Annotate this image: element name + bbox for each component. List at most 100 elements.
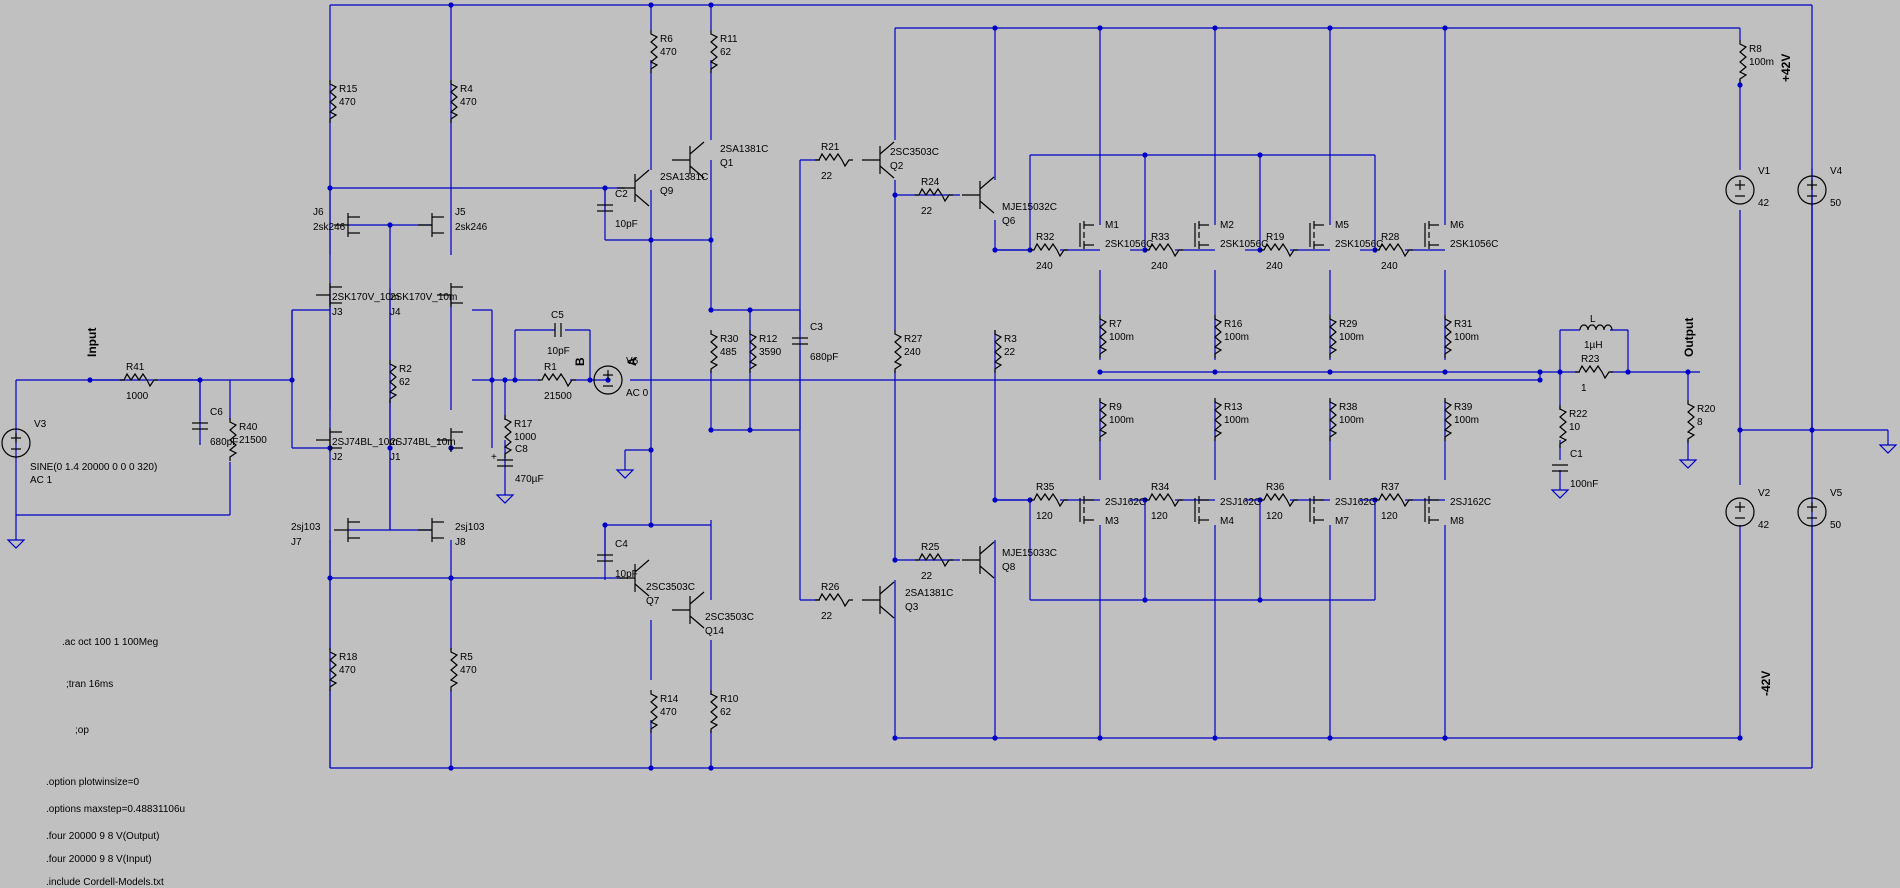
- capacitor-c1-ref: C1: [1570, 449, 1583, 460]
- ground-c8: [495, 494, 515, 504]
- resistor-r4[interactable]: [449, 80, 459, 123]
- mosfet-m4-ref: M4: [1220, 516, 1234, 527]
- mosfet-m8-ref: M8: [1450, 516, 1464, 527]
- resistor-r11[interactable]: [709, 30, 719, 73]
- resistor-r38-ref: R38: [1339, 402, 1358, 413]
- resistor-r7[interactable]: [1098, 315, 1108, 358]
- jfet-j7-model: 2sj103: [291, 522, 321, 533]
- capacitor-c4-ref: C4: [615, 539, 628, 550]
- resistor-r17-value: 1000: [514, 432, 537, 443]
- resistor-r30[interactable]: [709, 330, 719, 373]
- resistor-r5-value: 470: [460, 665, 477, 676]
- resistor-r16[interactable]: [1213, 315, 1223, 358]
- capacitor-c4-value: 10pF: [615, 569, 638, 580]
- capacitor-c8-plus: +: [491, 452, 497, 463]
- capacitor-c6-ref: C6: [210, 407, 223, 418]
- resistor-r35[interactable]: [1030, 492, 1068, 508]
- junction-dots: [87, 2, 1815, 771]
- resistor-r24[interactable]: [915, 187, 953, 203]
- net-label-minus42v: -42V: [1759, 671, 1773, 696]
- resistor-r3-value: 22: [1004, 347, 1016, 358]
- resistor-r4-value: 470: [460, 97, 477, 108]
- wires: [15, 4, 1889, 769]
- mosfet-m5-model: 2SK1056C: [1335, 239, 1383, 250]
- source-v3-line2: AC 1: [30, 475, 53, 486]
- mosfet-m2-ref: M2: [1220, 220, 1234, 231]
- resistor-r34[interactable]: [1145, 492, 1183, 508]
- ground-mid: [615, 469, 635, 479]
- resistor-r9-ref: R9: [1109, 402, 1122, 413]
- resistor-r27[interactable]: [893, 330, 903, 373]
- resistor-r27-ref: R27: [904, 334, 923, 345]
- net-label-output: Output: [1682, 318, 1696, 357]
- resistor-r13[interactable]: [1213, 398, 1223, 441]
- resistor-r34-ref: R34: [1151, 482, 1170, 493]
- resistor-r1[interactable]: [538, 372, 576, 388]
- resistor-r3-ref: R3: [1004, 334, 1017, 345]
- resistor-r19-ref: R19: [1266, 232, 1285, 243]
- source-v3[interactable]: [1, 428, 31, 458]
- mosfet-m6-model: 2SK1056C: [1450, 239, 1498, 250]
- resistor-r23[interactable]: [1575, 364, 1613, 380]
- resistor-r21[interactable]: [815, 152, 853, 168]
- resistor-r19[interactable]: [1260, 242, 1298, 258]
- resistor-r23-ref: R23: [1581, 354, 1600, 365]
- bjt-q7-model: 2SC3503C: [646, 582, 695, 593]
- source-v6[interactable]: [593, 365, 623, 395]
- resistor-r40[interactable]: [228, 418, 238, 461]
- resistor-r6-ref: R6: [660, 34, 673, 45]
- resistor-r9[interactable]: [1098, 398, 1108, 441]
- source-v1-ref: V1: [1758, 166, 1771, 177]
- resistor-r31-value: 100m: [1454, 332, 1479, 343]
- bjt-q6-model: MJE15032C: [1002, 202, 1057, 213]
- jfet-j7-ref: J7: [291, 537, 302, 548]
- resistor-r29-ref: R29: [1339, 319, 1358, 330]
- inductor-l[interactable]: [1579, 324, 1613, 331]
- source-v5[interactable]: [1797, 497, 1827, 527]
- source-v4[interactable]: [1797, 175, 1827, 205]
- resistor-r38[interactable]: [1328, 398, 1338, 441]
- ground-r20: [1678, 459, 1698, 469]
- jfet-j8-ref: J8: [455, 537, 466, 548]
- resistor-r26[interactable]: [815, 592, 853, 608]
- resistor-r12[interactable]: [748, 330, 758, 373]
- resistor-r1-ref: R1: [544, 362, 557, 373]
- resistor-r18[interactable]: [328, 648, 338, 691]
- resistor-r20[interactable]: [1686, 400, 1696, 443]
- source-v1[interactable]: [1725, 175, 1755, 205]
- resistor-r33-value: 240: [1151, 261, 1168, 272]
- resistor-r17-ref: R17: [514, 419, 533, 430]
- resistor-r32-value: 240: [1036, 261, 1053, 272]
- source-v2[interactable]: [1725, 497, 1755, 527]
- resistor-r22[interactable]: [1558, 405, 1568, 448]
- resistor-r33[interactable]: [1145, 242, 1183, 258]
- resistor-r14[interactable]: [649, 690, 659, 733]
- bjt-q14-ref: Q14: [705, 626, 724, 637]
- source-v1-value: 42: [1758, 198, 1770, 209]
- resistor-r25[interactable]: [915, 552, 953, 568]
- resistor-r25-value: 22: [921, 571, 933, 582]
- resistor-r26-value: 22: [821, 611, 833, 622]
- resistor-r15[interactable]: [328, 80, 338, 123]
- resistor-r9-value: 100m: [1109, 415, 1134, 426]
- resistor-r2[interactable]: [388, 360, 398, 403]
- resistor-r39[interactable]: [1443, 398, 1453, 441]
- resistor-r37[interactable]: [1375, 492, 1413, 508]
- resistor-r31[interactable]: [1443, 315, 1453, 358]
- resistor-r6[interactable]: [649, 30, 659, 73]
- resistor-r28[interactable]: [1375, 242, 1413, 258]
- resistor-r41[interactable]: [120, 372, 158, 388]
- resistor-r37-ref: R37: [1381, 482, 1400, 493]
- resistor-r36[interactable]: [1260, 492, 1298, 508]
- resistor-r37-value: 120: [1381, 511, 1398, 522]
- resistor-r5[interactable]: [449, 648, 459, 691]
- resistor-r10[interactable]: [709, 690, 719, 733]
- resistor-r3[interactable]: [993, 330, 1003, 373]
- ground-c1: [1550, 489, 1570, 499]
- resistor-r29[interactable]: [1328, 315, 1338, 358]
- resistor-r32[interactable]: [1030, 242, 1068, 258]
- resistor-r17[interactable]: [503, 415, 513, 458]
- resistor-r8[interactable]: [1738, 40, 1748, 83]
- mosfet-m1-model: 2SK1056C: [1105, 239, 1153, 250]
